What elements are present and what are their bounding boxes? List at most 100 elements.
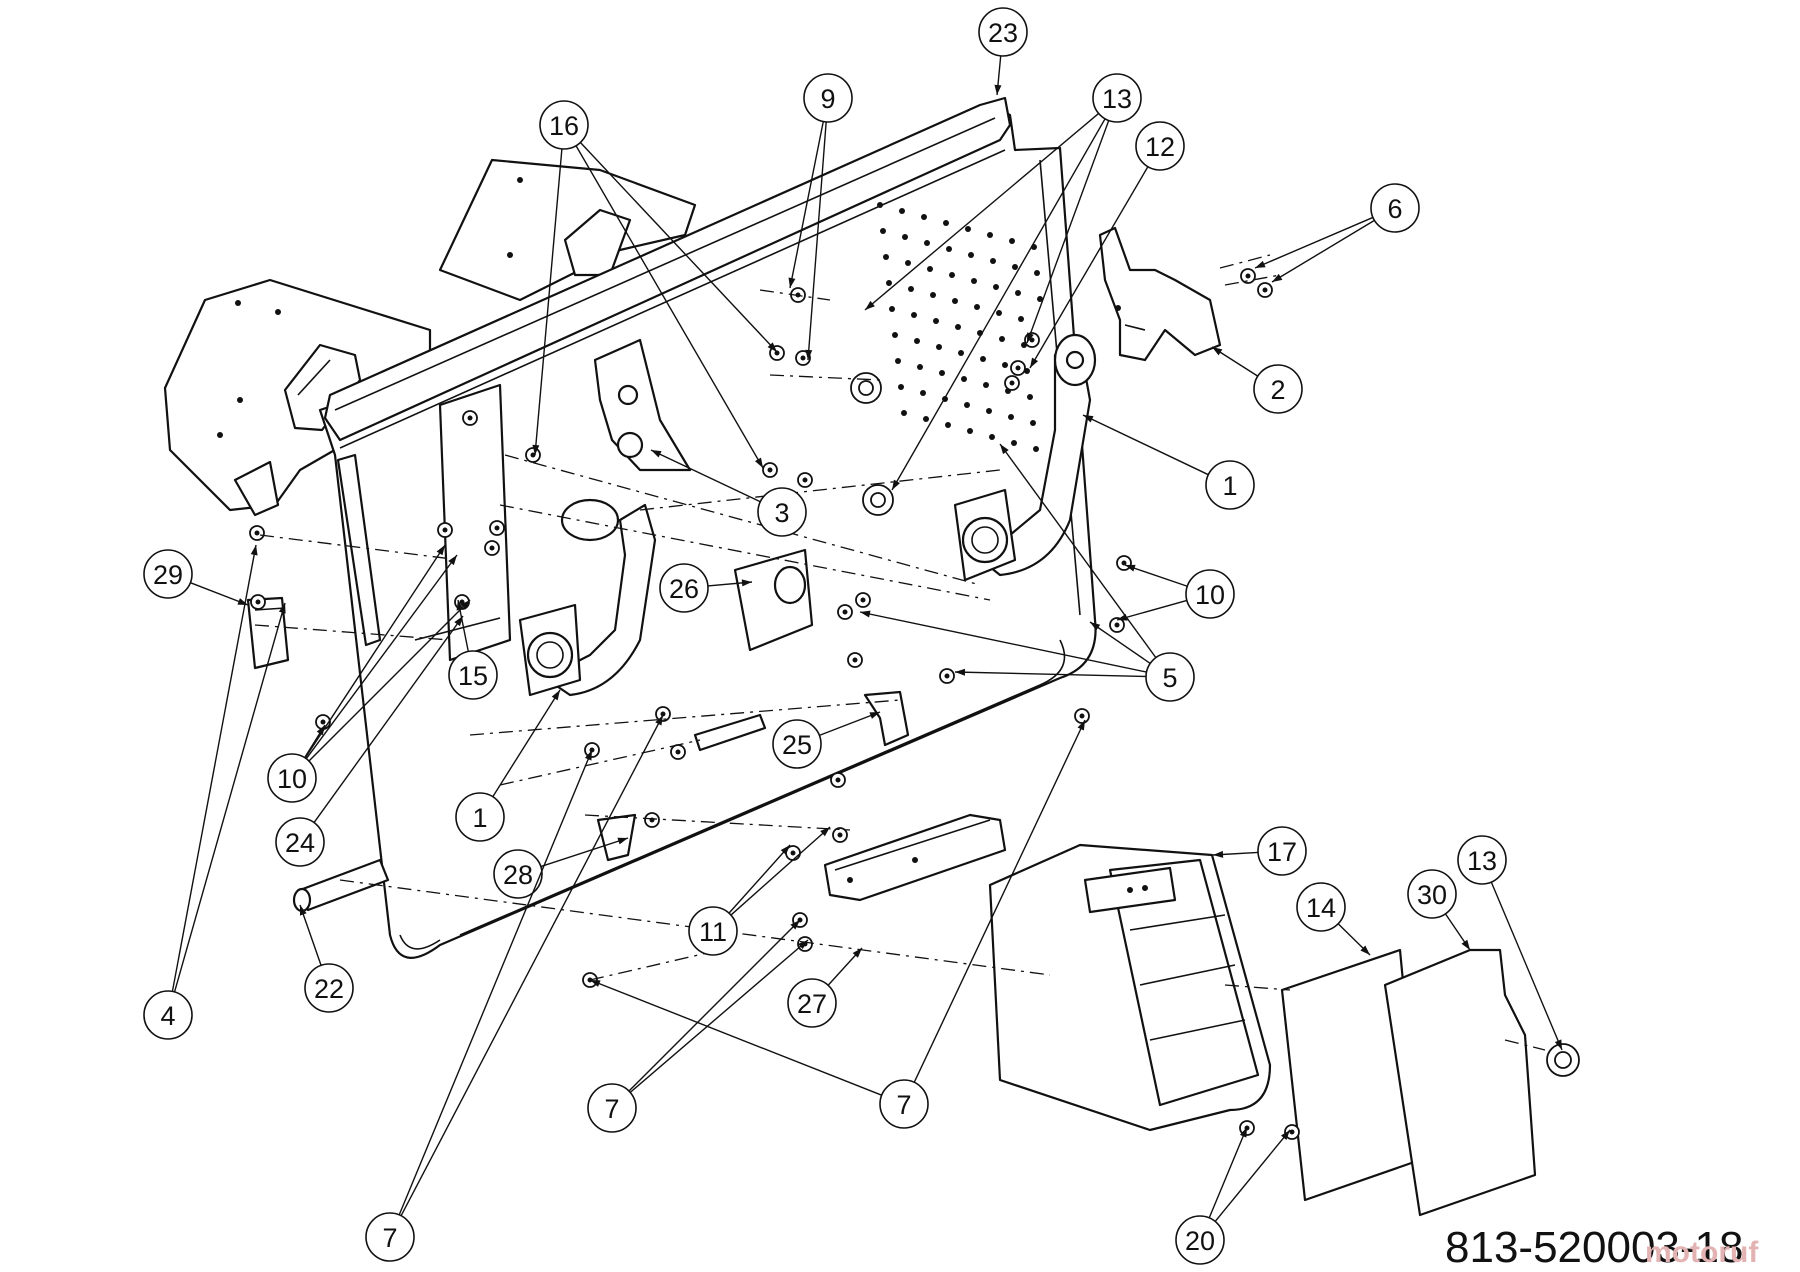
leader-line [650,449,761,503]
callout-circle [772,719,822,769]
callout-circle [304,963,354,1013]
leader-line [299,904,322,966]
callout-26: 26 [659,563,753,613]
callout-circle [143,990,193,1040]
leader-line [859,611,1147,673]
callout-label: 27 [797,989,827,1019]
perforation-hole [901,410,907,416]
fastener-center [254,530,260,536]
leader-arrow [798,940,808,950]
motion-control-lever-left [518,503,657,697]
perforation-hole [1009,238,1015,244]
pivot-tube [292,858,390,913]
watermark-logo: motoruf [1645,1236,1759,1269]
leader-line [534,148,563,456]
callout-circle [587,1083,637,1133]
leader-line [954,671,1147,678]
leader-arrow [1000,444,1009,455]
callout-circle [539,100,589,150]
perforation-hole [924,240,930,246]
perforation-hole [899,208,905,214]
perforation-hole [945,422,951,428]
knob-13-right [1546,1043,1580,1077]
center-back-plate [438,158,697,302]
perforation-hole [986,408,992,414]
perforation-hole [964,402,970,408]
perforation-hole [949,272,955,278]
leader-arrow [1360,945,1370,955]
leader-line [629,939,809,1093]
fastener-center [1114,622,1120,628]
fastener-center [835,777,841,783]
callout-circle [803,73,853,123]
callout-label: 9 [820,84,835,114]
perforation-hole [1018,316,1024,322]
perforation-field [877,202,1043,452]
callout-label: 29 [153,560,183,590]
callout-label: 16 [549,111,579,141]
fastener-center [494,525,500,531]
perforation-hole [933,318,939,324]
leader-arrow [790,920,800,930]
callout-11: 11 [688,826,831,956]
perforation-hole [980,356,986,362]
fastener-center [944,673,950,679]
leader-line [398,749,593,1216]
leader-arrow [532,444,540,455]
leader-line [305,554,458,760]
document-number: 813-520003-18 [1445,1223,1743,1272]
fastener-center [767,467,773,473]
callout-label: 7 [604,1094,619,1124]
perforation-hole [943,220,949,226]
perforation-hole [965,226,971,232]
callout-circle [267,753,317,803]
lever-bracket [593,338,692,472]
perforation-hole [961,376,967,382]
perforation-hole [902,234,908,240]
perforation-hole [930,292,936,298]
slot-plate [693,713,767,752]
leader-line [999,443,1157,659]
leader-arrow [1213,850,1224,858]
callout-25: 25 [772,711,881,769]
callout-13: 13 [1457,835,1563,1051]
callout-circle [1257,826,1307,876]
callout-9: 9 [788,73,853,361]
callout-17: 17 [1212,826,1307,876]
callout-label: 10 [277,764,307,794]
leader-arrow [994,84,1002,95]
callout-4: 4 [143,544,286,1040]
leader-arrow [1030,357,1039,368]
fastener-center [1015,365,1021,371]
perforation-hole [892,332,898,338]
callout-label: 3 [774,498,789,528]
perforation-hole [908,286,914,292]
leader-arrow [767,342,777,352]
perforation-hole [880,228,886,234]
perforation-hole [1015,290,1021,296]
knob-center [870,492,886,508]
fastener-center [837,832,843,838]
fastener-center [860,597,866,603]
leader-arrow [551,690,560,701]
callout-label: 7 [896,1090,911,1120]
leader-arrow [788,277,796,288]
leader-line [1271,219,1375,283]
hardware [249,268,1300,1140]
perforation-hole [999,336,1005,342]
leader-line [1254,216,1374,269]
leader-line [313,615,464,823]
fastener-center [1029,337,1035,343]
leader-arrow [590,980,601,987]
leader-line [807,121,827,361]
perforation-hole [971,278,977,284]
fastener-center [1289,1129,1295,1135]
perforation-hole [946,246,952,252]
perforation-hole [877,202,883,208]
perforation-hole [1033,446,1039,452]
perforation-hole [923,416,929,422]
perforation-hole [974,304,980,310]
perforation-hole [936,344,942,350]
leader-line [819,711,881,737]
leader-arrow [754,457,763,468]
